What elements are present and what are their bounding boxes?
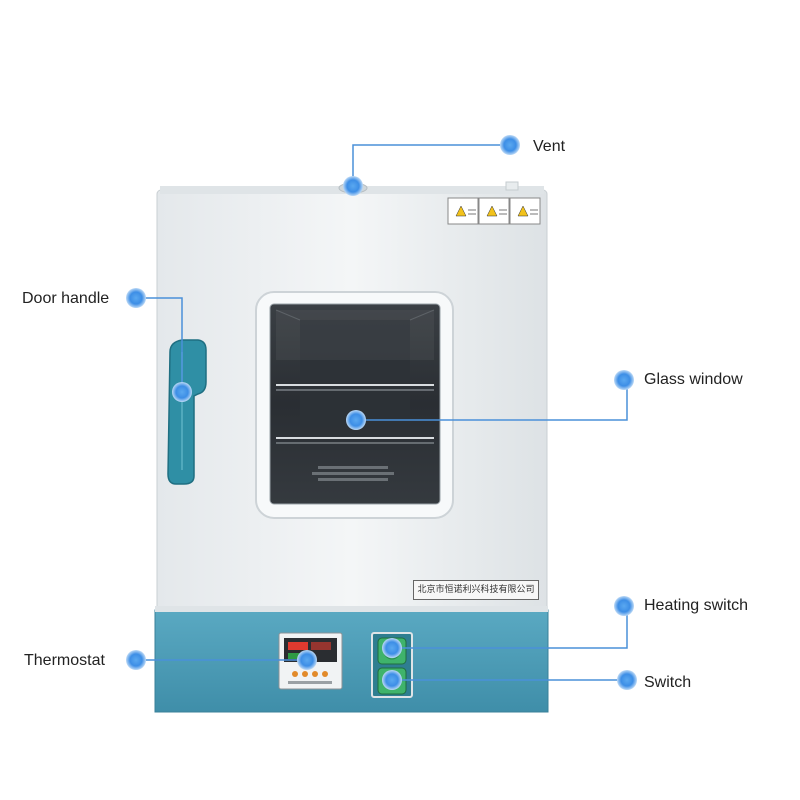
switch-marker [617,670,637,690]
thermostat-button[interactable] [322,671,328,677]
door-handle-marker [126,288,146,308]
warning-icon [455,205,467,217]
heating-switch-marker [614,596,634,616]
vent-leader [352,144,510,185]
glass-window-marker [614,370,634,390]
vent-label: Vent [533,138,566,155]
vent-point-marker [343,176,363,196]
glass-window [255,291,454,519]
door-handle-point-marker [172,382,192,402]
heating-switch-label: Heating switch [644,597,749,614]
floor-vent [312,466,394,481]
markers [126,135,637,690]
base-panel [154,606,549,713]
thermostat-point-marker [297,650,317,670]
thermostat-label: Thermostat [24,652,105,669]
switch-point-marker [382,670,402,690]
thermostat-marker [126,650,146,670]
door-handle-leader [136,297,183,388]
thermostat-button[interactable] [302,671,308,677]
warning-stickers [447,197,541,225]
glass-window-label: Glass window [644,371,743,388]
nameplate: 北京市恒诺利兴科技有限公司 [413,580,539,600]
door-handle-label: Door handle [22,290,110,307]
glass-window-point-marker [346,410,366,430]
warning-icon [486,205,498,217]
warning-icon [517,205,529,217]
switch-label: Switch [644,674,692,691]
thermostat-button[interactable] [312,671,318,677]
thermostat-button[interactable] [292,671,298,677]
vent-marker [500,135,520,155]
heating-switch-point-marker [382,638,402,658]
